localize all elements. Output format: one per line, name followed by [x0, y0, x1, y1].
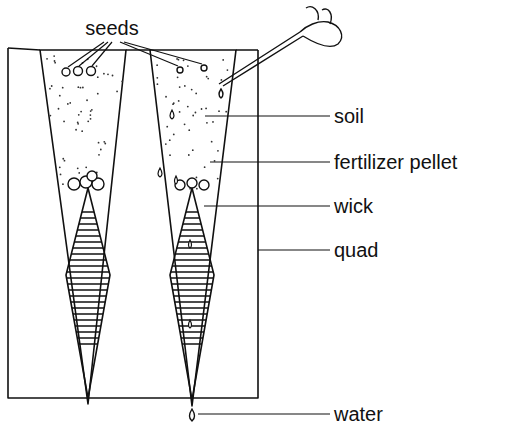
part-label: fertilizer pellet — [334, 152, 457, 172]
soil-stipple — [152, 58, 235, 190]
seed — [62, 65, 207, 76]
part-label: quad — [334, 240, 379, 260]
cell-cone — [150, 50, 236, 406]
water-drop — [158, 110, 192, 328]
water-drop — [190, 409, 195, 421]
wick-shape — [66, 188, 110, 398]
part-label: wick — [334, 196, 373, 216]
fertilizer-pellet — [68, 171, 209, 190]
wick-stripes — [168, 212, 216, 344]
quad-wall — [8, 48, 258, 398]
seeds-label: seeds — [85, 18, 138, 38]
leader-line — [68, 42, 330, 414]
wick-stripes — [64, 212, 112, 344]
wick-shape — [170, 188, 214, 400]
part-label: soil — [334, 106, 364, 126]
cell-cone — [40, 50, 126, 404]
soil-stipple — [40, 55, 123, 189]
part-label: water — [334, 404, 383, 424]
dropper — [219, 7, 342, 98]
